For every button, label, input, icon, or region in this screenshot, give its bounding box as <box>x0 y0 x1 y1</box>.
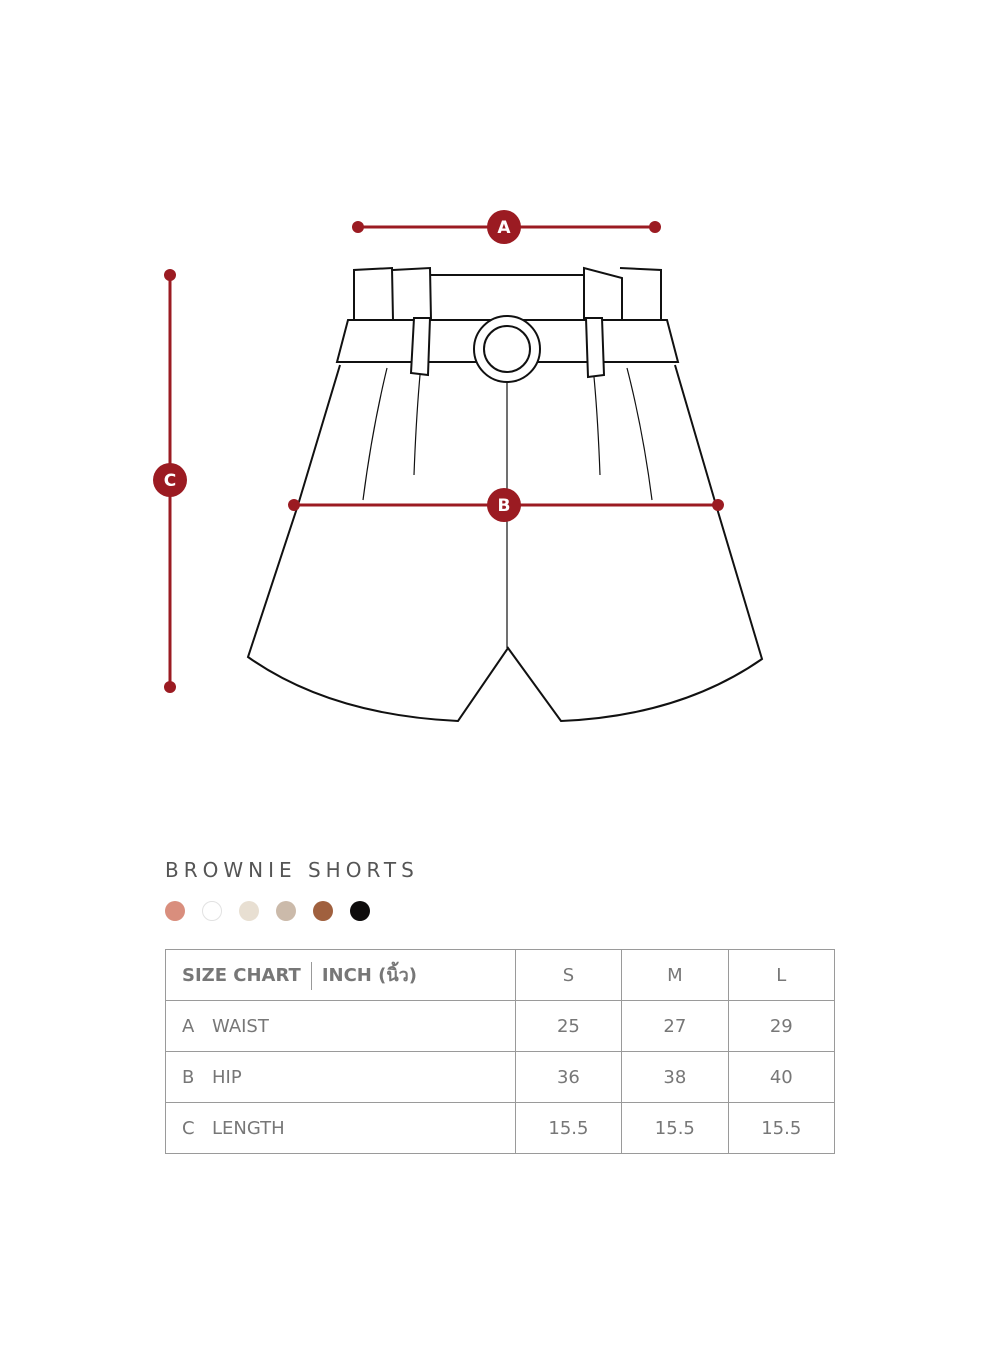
row-letter: C <box>182 1117 195 1139</box>
value-cell: 36 <box>514 1051 623 1103</box>
row-letter: B <box>182 1066 195 1088</box>
color-swatch[interactable] <box>313 901 333 921</box>
marker-a: A <box>497 218 511 238</box>
color-swatches <box>165 901 370 921</box>
table-header-row: SIZE CHART INCH (นิ้ว) S M L <box>165 949 836 1001</box>
table-row: A WAIST 25 27 29 <box>165 1000 836 1052</box>
size-header: M <box>621 949 729 1001</box>
marker-c: C <box>164 471 176 491</box>
table-row: B HIP 36 38 40 <box>165 1051 836 1103</box>
size-chart-label: SIZE CHART <box>182 965 301 986</box>
size-table: SIZE CHART INCH (นิ้ว) S M L A WAIST 25 27… <box>165 949 836 1154</box>
row-label: A WAIST <box>165 1000 516 1052</box>
size-header: S <box>514 949 623 1001</box>
color-swatch[interactable] <box>239 901 259 921</box>
unit-label: INCH (นิ้ว) <box>321 965 417 986</box>
value-cell: 15.5 <box>621 1102 729 1154</box>
value-cell: 15.5 <box>727 1102 836 1154</box>
row-label: C LENGTH <box>165 1102 516 1154</box>
product-title: BROWNIE SHORTS <box>165 858 419 882</box>
value-cell: 27 <box>621 1000 729 1052</box>
row-label: B HIP <box>165 1051 516 1103</box>
size-header: L <box>727 949 836 1001</box>
row-name: WAIST <box>212 1015 269 1037</box>
header-cell: SIZE CHART INCH (นิ้ว) <box>165 949 516 1001</box>
value-cell: 38 <box>621 1051 729 1103</box>
color-swatch[interactable] <box>165 901 185 921</box>
row-name: HIP <box>212 1066 242 1088</box>
row-name: LENGTH <box>212 1117 285 1139</box>
value-cell: 29 <box>727 1000 836 1052</box>
value-cell: 15.5 <box>514 1102 623 1154</box>
row-letter: A <box>182 1015 195 1037</box>
marker-b: B <box>498 496 511 516</box>
measure-length <box>153 269 187 693</box>
measure-waist <box>352 210 661 244</box>
value-cell: 25 <box>514 1000 623 1052</box>
table-row: C LENGTH 15.5 15.5 15.5 <box>165 1102 836 1154</box>
color-swatch[interactable] <box>202 901 222 921</box>
measure-hip <box>288 488 724 522</box>
color-swatch[interactable] <box>276 901 296 921</box>
value-cell: 40 <box>727 1051 836 1103</box>
shorts-diagram: A B C <box>153 210 764 723</box>
divider <box>310 962 312 990</box>
color-swatch[interactable] <box>350 901 370 921</box>
shorts-outline <box>246 266 764 723</box>
